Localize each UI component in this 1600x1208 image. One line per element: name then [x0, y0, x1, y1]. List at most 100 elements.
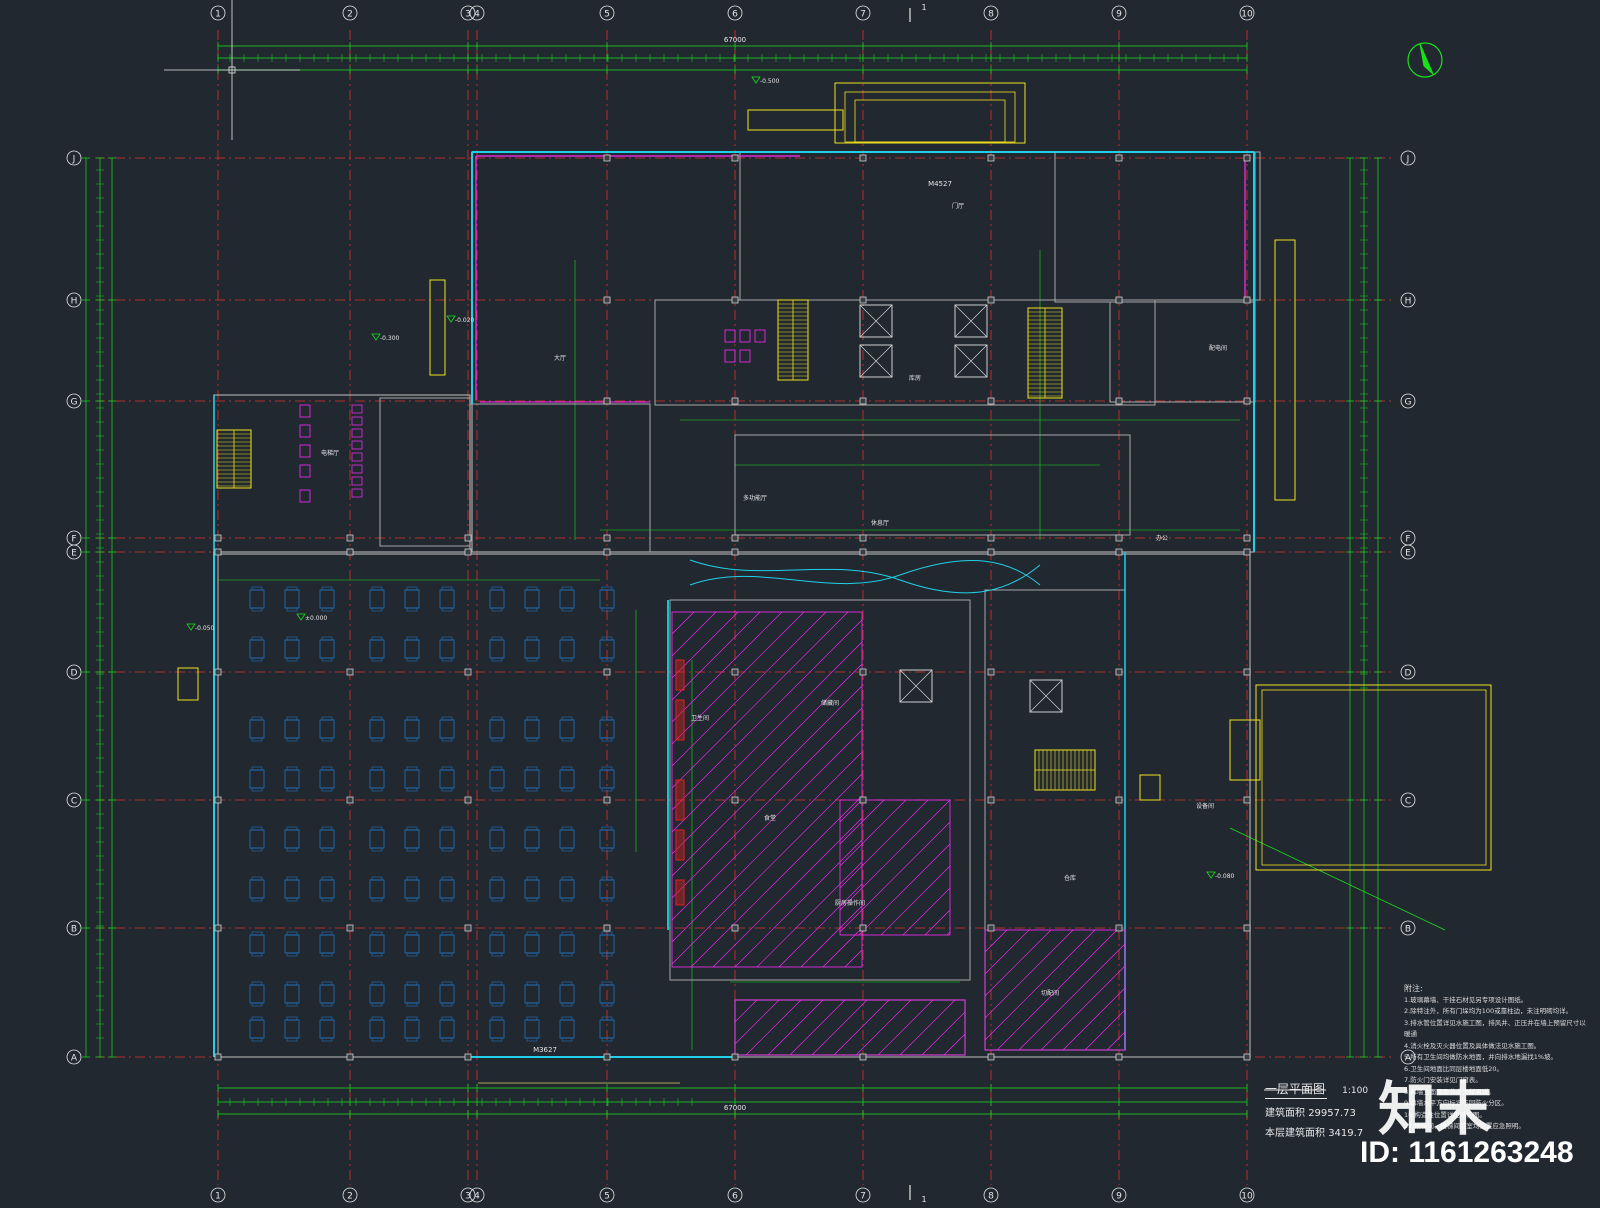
dining-chair — [601, 897, 613, 902]
dining-chair — [406, 586, 418, 591]
dining-chair — [406, 636, 418, 641]
floor-area-label: 本层建筑面积 — [1265, 1128, 1325, 1139]
dining-table — [319, 879, 335, 899]
dining-chair — [441, 657, 453, 662]
room-label: 休息厅 — [871, 519, 889, 527]
dining-chair — [321, 1037, 333, 1042]
structural-column — [214, 668, 222, 676]
dining-chair — [601, 1002, 613, 1007]
dining-chair — [601, 952, 613, 957]
dining-table — [284, 769, 300, 789]
structural-column — [987, 548, 995, 556]
axis-bubble — [460, 1187, 476, 1203]
hatch-line — [839, 799, 863, 823]
axis-bubble — [66, 920, 82, 936]
dining-chair — [321, 737, 333, 742]
ramp-outline — [1229, 719, 1261, 781]
note-item: 7.防火门安装详见门窗表。 — [1404, 1076, 1482, 1084]
elevation-label: -0.020 — [455, 317, 475, 324]
dining-table — [249, 984, 265, 1004]
dining-chair — [491, 981, 503, 986]
dining-chair — [251, 847, 263, 852]
dining-chair — [601, 657, 613, 662]
axis-label: 2 — [347, 10, 353, 20]
dining-chair — [251, 826, 263, 831]
structural-column — [1115, 1053, 1123, 1061]
axis-bubble — [342, 5, 358, 21]
dining-chair — [321, 931, 333, 936]
structural-column — [859, 154, 867, 162]
urinal-fixture — [351, 476, 363, 486]
hatch-line — [671, 611, 695, 635]
title-block: 一层平面图 1:100 建筑面积 29957.73 本层建筑面积 3419.7 — [1265, 1078, 1368, 1139]
dining-table — [439, 829, 455, 849]
toilet-fixture — [299, 424, 311, 438]
hatch-line — [671, 611, 717, 657]
dining-chair — [286, 952, 298, 957]
dining-table — [284, 829, 300, 849]
dining-chair — [406, 607, 418, 612]
room-label: 门厅 — [952, 202, 964, 210]
ramp-outline — [1255, 684, 1492, 871]
dining-chair — [491, 737, 503, 742]
dining-chair — [251, 716, 263, 721]
axis-bubble — [1400, 544, 1416, 560]
axis-bubble — [1239, 1187, 1255, 1203]
dining-table — [284, 934, 300, 954]
structural-column — [214, 796, 222, 804]
hatch-area-outline — [734, 999, 966, 1056]
hatch-line — [899, 999, 956, 1056]
dining-table — [319, 639, 335, 659]
dining-table — [249, 934, 265, 954]
hatch-line — [671, 611, 783, 723]
dining-chair — [526, 1037, 538, 1042]
room-label: 库房 — [909, 374, 921, 382]
dining-table — [404, 719, 420, 739]
toilet-fixture — [299, 404, 311, 418]
structural-column — [731, 154, 739, 162]
axis-bubble — [1400, 150, 1416, 166]
axis-label: 9 — [1116, 1192, 1122, 1202]
total-area-row: 建筑面积 29957.73 — [1265, 1104, 1368, 1119]
axis-label: 10 — [1241, 10, 1253, 20]
elevator-shaft — [859, 304, 893, 338]
dining-chair — [561, 1037, 573, 1042]
dining-chair — [406, 787, 418, 792]
dining-chair — [406, 981, 418, 986]
dining-chair — [286, 981, 298, 986]
dining-chair — [321, 716, 333, 721]
elevation-marker-icon — [446, 315, 456, 323]
wall-service — [984, 589, 1126, 1051]
room-label: 多功能厅 — [743, 494, 767, 502]
dining-chair — [561, 952, 573, 957]
dining-chair — [371, 716, 383, 721]
axis-bubble — [469, 1187, 485, 1203]
structural-column — [987, 534, 995, 542]
dining-chair — [286, 1037, 298, 1042]
total-dimension-text: 67000 — [724, 1104, 746, 1112]
axis-bubble — [599, 5, 615, 21]
dining-table — [439, 1019, 455, 1039]
axis-bubble — [210, 1187, 226, 1203]
dining-chair — [371, 787, 383, 792]
dining-table — [369, 589, 385, 609]
hatch-line — [839, 821, 951, 933]
elevation-marker-icon — [1206, 871, 1216, 879]
axis-label: 8 — [988, 1192, 994, 1202]
dining-chair — [491, 657, 503, 662]
note-item: 6.卫生间地面比同层楼地面低20。 — [1404, 1064, 1503, 1073]
dining-chair — [251, 897, 263, 902]
dining-chair — [406, 657, 418, 662]
ramp-outline — [1274, 239, 1296, 501]
dining-table — [489, 589, 505, 609]
dining-chair — [561, 636, 573, 641]
dining-chair — [561, 981, 573, 986]
axis-bubble — [1400, 792, 1416, 808]
room-label: 办公 — [1156, 534, 1168, 542]
dining-chair — [371, 952, 383, 957]
hatch-line — [984, 929, 1096, 1041]
hatch-line — [671, 707, 863, 899]
dining-chair — [491, 1016, 503, 1021]
hatch-line — [996, 929, 1118, 1051]
